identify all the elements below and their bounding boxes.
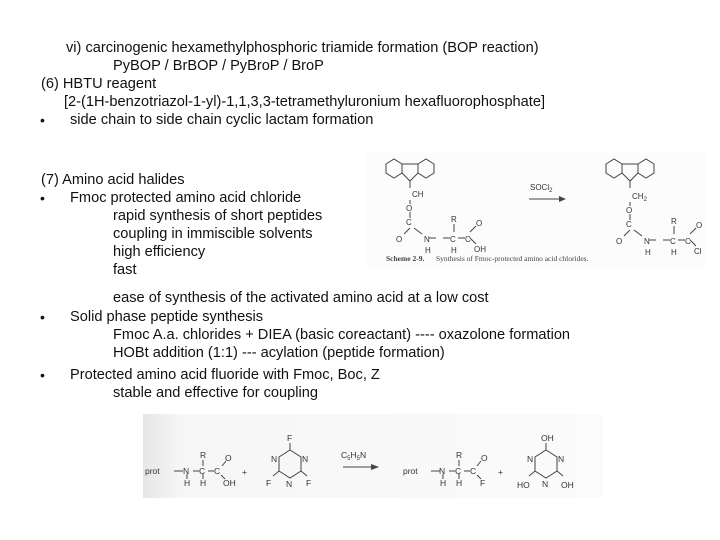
spps-point-1: Fmoc A.a. chlorides + DIEA (basic coreac… — [113, 327, 571, 343]
socl2-reagent: SOCl2 — [530, 183, 553, 194]
svg-text:O: O — [396, 235, 402, 244]
svg-text:OH: OH — [474, 245, 486, 254]
svg-text:O: O — [696, 221, 702, 230]
svg-text:N: N — [286, 479, 292, 489]
svg-text:H: H — [456, 478, 462, 488]
svg-text:Cl: Cl — [694, 247, 702, 256]
svg-text:C: C — [214, 466, 220, 476]
svg-text:R: R — [200, 450, 206, 460]
svg-text:C: C — [626, 220, 632, 229]
ch2-label: CH — [412, 190, 424, 199]
svg-text:N: N — [558, 454, 564, 464]
svg-text:H: H — [440, 478, 446, 488]
svg-text:C: C — [470, 466, 476, 476]
svg-text:O: O — [225, 453, 232, 463]
svg-text:C: C — [455, 466, 461, 476]
section-7-heading: (7) Amino acid halides — [41, 172, 185, 188]
svg-text:+: + — [498, 467, 503, 477]
bop-reaction-note: vi) carcinogenic hexamethylphosphoric tr… — [66, 40, 539, 56]
svg-text:F: F — [266, 478, 271, 488]
svg-text:C: C — [406, 218, 412, 227]
svg-text:N: N — [271, 454, 277, 464]
fluoride-point-1: stable and effective for coupling — [113, 385, 318, 401]
svg-text:H: H — [200, 478, 206, 488]
bullet-marker: • — [40, 309, 45, 325]
chloride-point-2: coupling in immiscible solvents — [113, 226, 313, 242]
svg-text:O: O — [626, 206, 632, 215]
svg-text:C: C — [670, 237, 676, 246]
svg-text:N: N — [439, 466, 445, 476]
scheme-fmoc-acid-chloride: CH O C O N H R C H C O OH SOCl2 CH2 O C … — [366, 152, 706, 267]
bop-variants: PyBOP / BrBOP / PyBroP / BroP — [113, 58, 324, 74]
svg-text:O: O — [616, 237, 622, 246]
svg-text:R: R — [671, 217, 677, 226]
chloride-point-1: rapid synthesis of short peptides — [113, 208, 323, 224]
svg-text:N: N — [542, 479, 548, 489]
svg-text:N: N — [183, 466, 189, 476]
bullet-marker: • — [40, 112, 45, 128]
svg-text:H: H — [451, 246, 457, 255]
svg-text:N: N — [644, 237, 650, 246]
hbtu-full-name: [2-(1H-benzotriazol-1-yl)-1,1,3,3-tetram… — [64, 94, 546, 110]
lactam-formation: side chain to side chain cyclic lactam f… — [70, 112, 374, 128]
svg-text:F: F — [480, 478, 485, 488]
svg-text:H: H — [671, 248, 677, 257]
spps-heading: Solid phase peptide synthesis — [70, 309, 264, 325]
svg-text:O: O — [481, 453, 488, 463]
scheme-caption-text: Synthesis of Fmoc-protected amino acid c… — [436, 254, 589, 263]
fmoc-chloride-heading: Fmoc protected amino acid chloride — [70, 190, 302, 206]
svg-text:prot: prot — [145, 466, 160, 476]
svg-text:C: C — [199, 466, 205, 476]
svg-text:F: F — [287, 433, 292, 443]
svg-text:H: H — [184, 478, 190, 488]
svg-text:prot: prot — [403, 466, 418, 476]
section-6-heading: (6) HBTU reagent — [41, 76, 157, 92]
fluoride-heading: Protected amino acid fluoride with Fmoc,… — [70, 367, 380, 383]
svg-text:R: R — [451, 215, 457, 224]
svg-text:+: + — [242, 467, 247, 477]
svg-text:N: N — [424, 235, 430, 244]
svg-text:C: C — [465, 235, 471, 244]
bullet-marker: • — [40, 190, 45, 206]
svg-text:O: O — [476, 219, 482, 228]
chloride-point-4: fast — [113, 262, 137, 278]
svg-text:N: N — [527, 454, 533, 464]
svg-text:H: H — [425, 246, 431, 255]
svg-text:OH: OH — [561, 480, 574, 490]
svg-text:CH2: CH2 — [632, 192, 648, 203]
bullet-marker: • — [40, 367, 45, 383]
spps-point-2: HOBt addition (1:1) --- acylation (pepti… — [113, 345, 445, 361]
scheme-acid-fluoride: prot N H R C H C O OH + F N N N F F C5H5… — [143, 414, 603, 498]
chloride-point-5: ease of synthesis of the activated amino… — [113, 290, 489, 306]
svg-text:R: R — [456, 450, 462, 460]
svg-text:OH: OH — [541, 433, 554, 443]
svg-text:O: O — [406, 204, 412, 213]
svg-text:OH: OH — [223, 478, 236, 488]
svg-text:N: N — [302, 454, 308, 464]
svg-text:F: F — [306, 478, 311, 488]
svg-text:C: C — [450, 235, 456, 244]
scheme-caption-label: Scheme 2-9. — [386, 254, 424, 263]
chloride-point-3: high efficiency — [113, 244, 206, 260]
svg-text:H: H — [645, 248, 651, 257]
svg-text:HO: HO — [517, 480, 530, 490]
svg-text:C: C — [685, 237, 691, 246]
